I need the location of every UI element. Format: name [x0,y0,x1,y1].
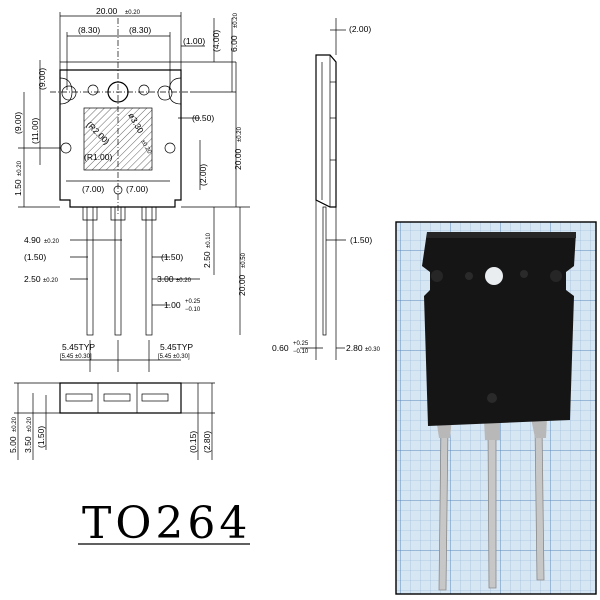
side-view [300,18,346,360]
photo-lead-right [534,424,545,581]
dim-lead-490-tol: ±0.20 [44,239,60,245]
dim-top-a: (4.00) [211,30,221,52]
dim-lead-250v: 2.50 [202,251,212,268]
photo-body [422,232,576,426]
dim-lead-100: 1.00 [164,300,181,310]
dim-pitch-a2: [5.45 ±0.30] [60,354,92,360]
dim-side-060-tn: −0.10 [293,349,309,355]
dim-width-total-tol: ±0.20 [125,10,141,16]
dim-lead-150a: (1.50) [24,252,46,262]
dim-lead-150b: (1.50) [161,252,183,262]
dim-lead-300-tol: ±0.20 [176,278,192,284]
dim-height-body-tol: ±0.20 [237,126,243,142]
dim-pitch-a: 5.45TYP [62,342,95,352]
dim-side-060: 0.60 [272,343,289,353]
dim-lead-len-tol: ±0.50 [241,252,247,268]
dim-top-b: 6.00 [229,35,239,52]
dim-bot-350-tol: ±0.20 [27,416,33,432]
dim-side-060-tp: +0.25 [293,341,309,347]
front-dimensions [18,12,250,372]
dim-lead-490: 4.90 [24,235,41,245]
dim-bot-015: (0.15) [188,431,198,453]
dim-lead-300: 3.00 [157,274,174,284]
dim-left-11: (11.00) [30,118,40,144]
dim-bot-350: 3.50 [23,436,33,453]
dim-side-280-tol: ±0.30 [365,347,381,353]
dim-right-half: (8.30) [129,25,151,35]
dim-left-9b: (9.00) [13,112,23,134]
dim-bottom-700b: (7.00) [126,184,148,194]
dim-lead-250: 2.50 [24,274,41,284]
bottom-dimension-labels: 5.00 ±0.20 3.50 ±0.20 (1.50) (0.15) (2.8… [8,416,212,453]
dim-lead-100-tn: −0.10 [185,307,201,313]
dim-bottom-700a: (7.00) [82,184,104,194]
bottom-view [14,382,215,460]
dim-side-thk: (2.00) [349,24,371,34]
dim-left-150: 1.50 [13,179,23,196]
dim-bot-500: 5.00 [8,436,18,453]
dim-lead-250-tol: ±0.20 [43,278,59,284]
side-dimension-labels: (2.00) (1.50) 0.60 +0.25 −0.10 2.80 ±0.3… [272,24,381,355]
dim-bot-150: (1.50) [36,426,46,448]
dim-left-9a: (9.00) [37,68,47,90]
dim-pitch-b2: [5.45 ±0.30] [158,354,190,360]
dim-width-total: 20.00 [96,6,118,16]
photo-lead-mid [487,427,497,589]
dim-top-notch: (1.00) [183,36,205,46]
photo-lead-left [438,424,449,591]
front-dimension-labels: 20.00 ±0.20 (8.30) (8.30) (1.00) (4.00) … [13,6,247,360]
dim-side-150: (1.50) [350,235,372,245]
front-view [50,18,190,336]
component-photo [395,221,597,595]
dim-height-body: 20.00 [233,148,243,170]
dim-r200b: (2.00) [198,164,208,186]
dim-side-280: 2.80 [346,343,363,353]
dim-left-150-tol: ±0.20 [17,160,23,176]
dim-lead-100-tp: +0.25 [185,299,201,305]
package-title: TO264 [82,498,251,549]
dim-lead-len: 20.00 [237,274,247,296]
dim-r050: (0.50) [192,113,214,123]
dim-left-half: (8.30) [78,25,100,35]
dim-lead-250v-tol: ±0.10 [206,232,212,248]
dim-r100: (R1.00) [84,152,113,162]
dim-pitch-b: 5.45TYP [160,342,193,352]
dim-bot-280: (2.80) [202,431,212,453]
dim-bot-500-tol: ±0.20 [12,416,18,432]
dim-top-b-tol: ±0.20 [233,12,239,28]
